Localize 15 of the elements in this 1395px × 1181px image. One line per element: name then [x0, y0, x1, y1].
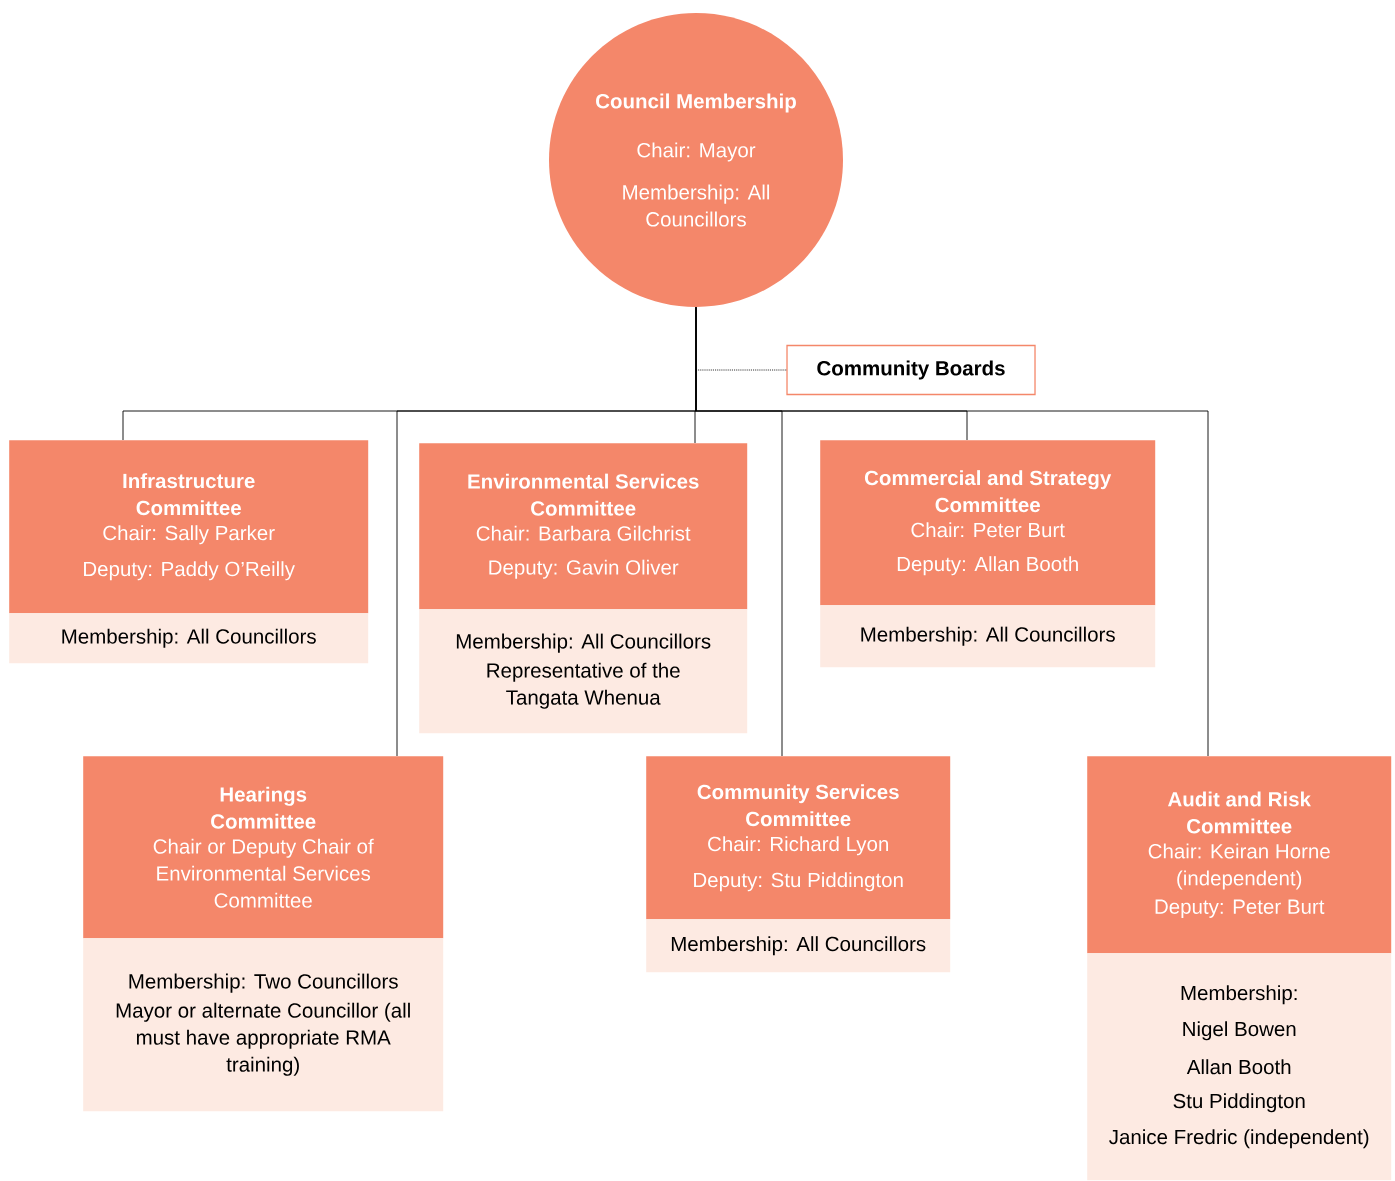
label-box: Community Boards	[786, 344, 1036, 396]
committee-box: Audit and Risk Committee Chair: Keiran Horne (independent) Deputy: Peter Burt	[1087, 756, 1392, 954]
committee-box: Community Services Committee Chair: Richard Lyon Deputy: Stu Piddington	[646, 756, 951, 920]
committee-box: Hearings Committee Chair or Deputy Chair of Environmental Services Committee	[83, 756, 444, 939]
membership-box: Membership: Two Councillors Mayor or alternate Councillor (all must have appropriate RMA training)	[83, 938, 444, 1112]
membership-box: Membership: Nigel Bowen Allan Booth Stu Piddington Janice Fredric (independent)	[1087, 953, 1392, 1181]
committee-box: Infrastructure Committee Chair: Sally Parker Deputy: Paddy O’Reilly	[9, 440, 369, 614]
membership-box: Membership: All Councillors	[9, 613, 369, 664]
committee-box: Environmental Services Committee Chair: Barbara Gilchrist Deputy: Gavin Oliver	[419, 443, 748, 610]
committee-box: Commercial and Strategy Committee Chair: Peter Burt Deputy: Allan Booth	[820, 440, 1156, 606]
membership-box: Membership: All Councillors	[646, 919, 951, 973]
connector-line	[695, 306, 1209, 757]
membership-box: Membership: All Councillors Representative of the Tangata Whenua	[419, 609, 748, 734]
connector-line	[695, 369, 787, 371]
membership-box: Membership: All Councillors	[820, 605, 1156, 668]
